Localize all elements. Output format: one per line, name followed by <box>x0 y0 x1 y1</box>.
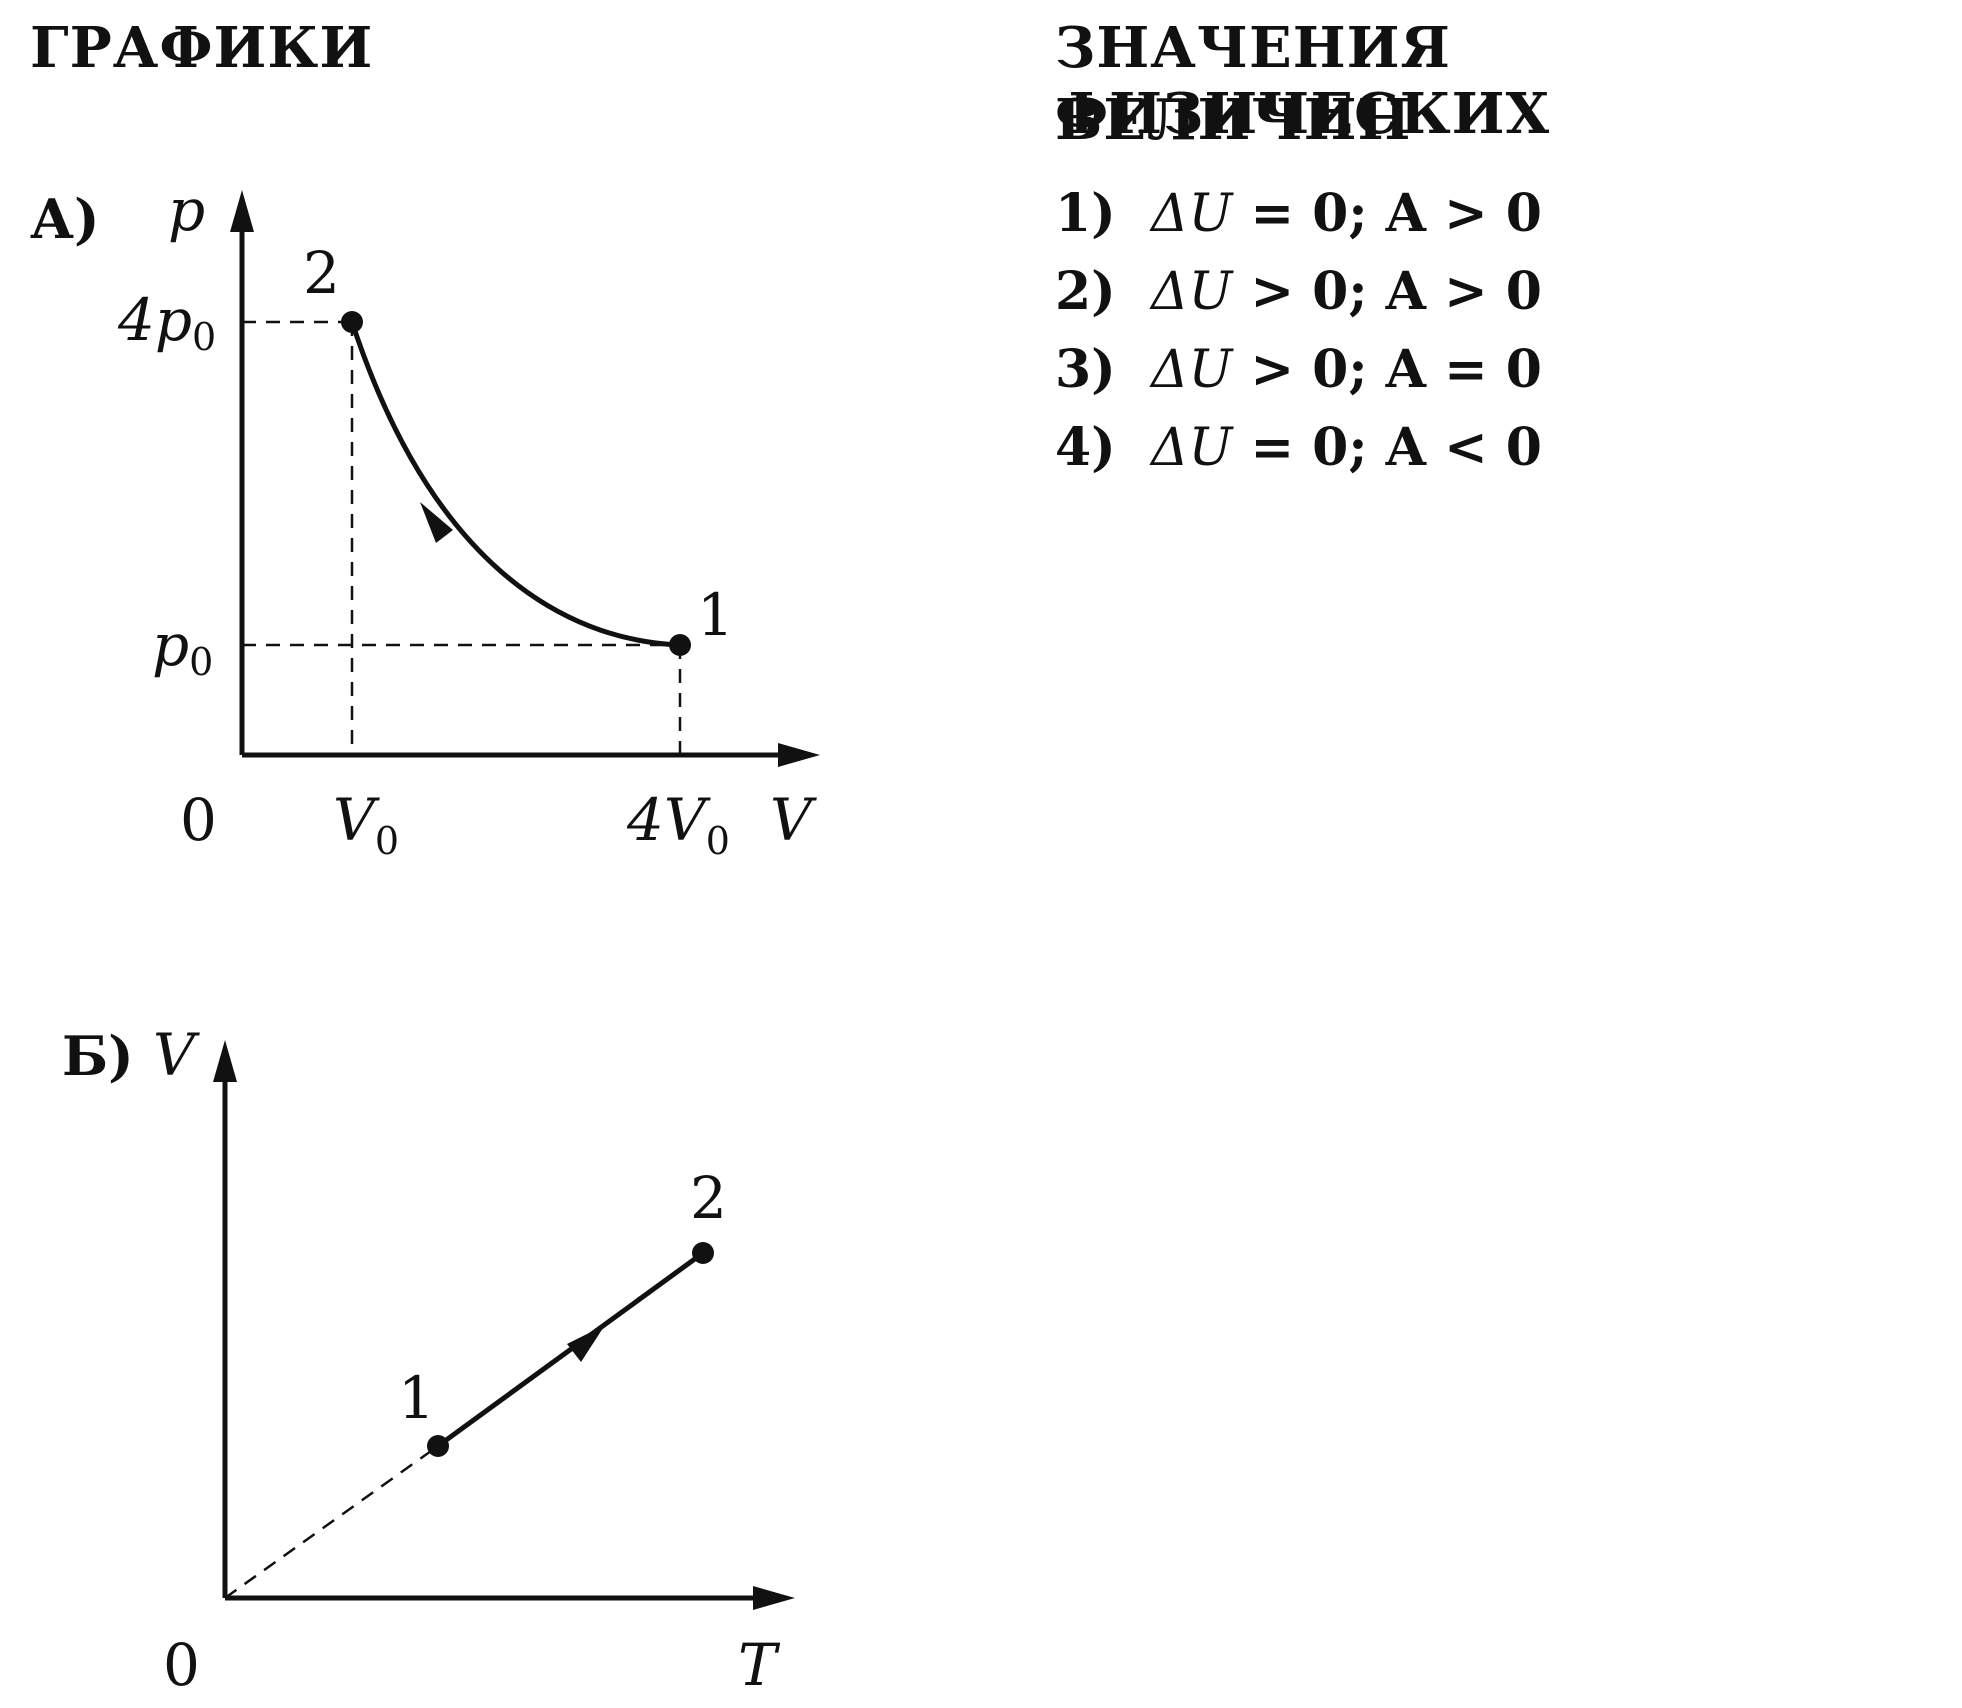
graph-b-y-axis-label: V <box>153 1021 200 1089</box>
answer-option-3: 3) ΔU > 0; A = 0 <box>1055 331 1542 409</box>
graphs-heading: ГРАФИКИ <box>30 15 374 81</box>
graph-a-panel-label: А) <box>30 187 100 251</box>
graph-a-y-axis-arrow <box>230 190 254 232</box>
graph-b-x-axis-label: T <box>738 1631 781 1699</box>
graph-b-direction-arrow <box>567 1325 605 1362</box>
graph-a-point-1 <box>669 634 691 656</box>
option-formula: > 0; A > 0 <box>1232 261 1542 322</box>
graph-b-point-2 <box>692 1242 714 1264</box>
graph-b-extrapolation-line <box>224 1444 439 1600</box>
values-heading-line2: ВЕЛИЧИН <box>1055 87 1412 153</box>
option-formula: = 0; A < 0 <box>1232 417 1542 478</box>
answer-option-4: 4) ΔU = 0; A < 0 <box>1055 409 1542 487</box>
option-number: 1) <box>1055 183 1116 244</box>
answer-option-2: 2) ΔU > 0; A > 0 <box>1055 253 1542 331</box>
graph-a-x-axis-label: V <box>770 786 817 854</box>
graph-b-x-axis-arrow <box>753 1586 795 1610</box>
option-number: 2) <box>1055 261 1116 322</box>
graph-a-process-curve <box>349 321 681 648</box>
graph-b: Б) V T 0 1 2 <box>62 1021 795 1699</box>
graph-b-point-2-label: 2 <box>690 1164 727 1232</box>
graph-a-tick-4p0: 4p0 <box>117 286 216 359</box>
option-formula: > 0; A = 0 <box>1232 339 1542 400</box>
graph-a-point-2-label: 2 <box>303 239 340 307</box>
graph-a-y-axis-label: p <box>168 176 205 244</box>
option-formula: = 0; A > 0 <box>1232 183 1542 244</box>
option-delta-u: ΔU <box>1151 184 1233 244</box>
graph-b-origin-label: 0 <box>163 1631 200 1699</box>
graph-a-tick-p0: p0 <box>152 611 213 684</box>
graph-a-direction-arrow <box>420 502 453 543</box>
answer-options-list: 1) ΔU = 0; A > 0 2) ΔU > 0; A > 0 3) ΔU > 0… <box>1055 175 1542 487</box>
graph-b-point-1 <box>427 1435 449 1457</box>
option-delta-u: ΔU <box>1151 340 1233 400</box>
graph-a-tick-v0: V0 <box>333 786 399 863</box>
option-number: 3) <box>1055 339 1116 400</box>
graph-b-y-axis-arrow <box>213 1040 237 1082</box>
values-heading-line1: ЗНАЧЕНИЯ ФИЗИЧЕСКИХ <box>1055 15 1551 147</box>
graph-b-point-1-label: 1 <box>398 1364 435 1432</box>
graph-b-panel-label: Б) <box>62 1024 134 1088</box>
graph-a-x-axis-arrow <box>778 743 820 767</box>
graph-b-process-segment <box>436 1250 705 1449</box>
graph-a-point-1-label: 1 <box>697 581 734 649</box>
option-delta-u: ΔU <box>1151 262 1233 322</box>
answer-option-1: 1) ΔU = 0; A > 0 <box>1055 175 1542 253</box>
graph-a-point-2 <box>341 311 363 333</box>
option-delta-u: ΔU <box>1151 418 1233 478</box>
graph-a-origin-label: 0 <box>180 786 217 854</box>
graph-a: А) p V 0 4p0 p0 V0 4V0 <box>30 176 820 863</box>
graph-a-tick-4v0: 4V0 <box>626 786 730 863</box>
option-number: 4) <box>1055 417 1116 478</box>
